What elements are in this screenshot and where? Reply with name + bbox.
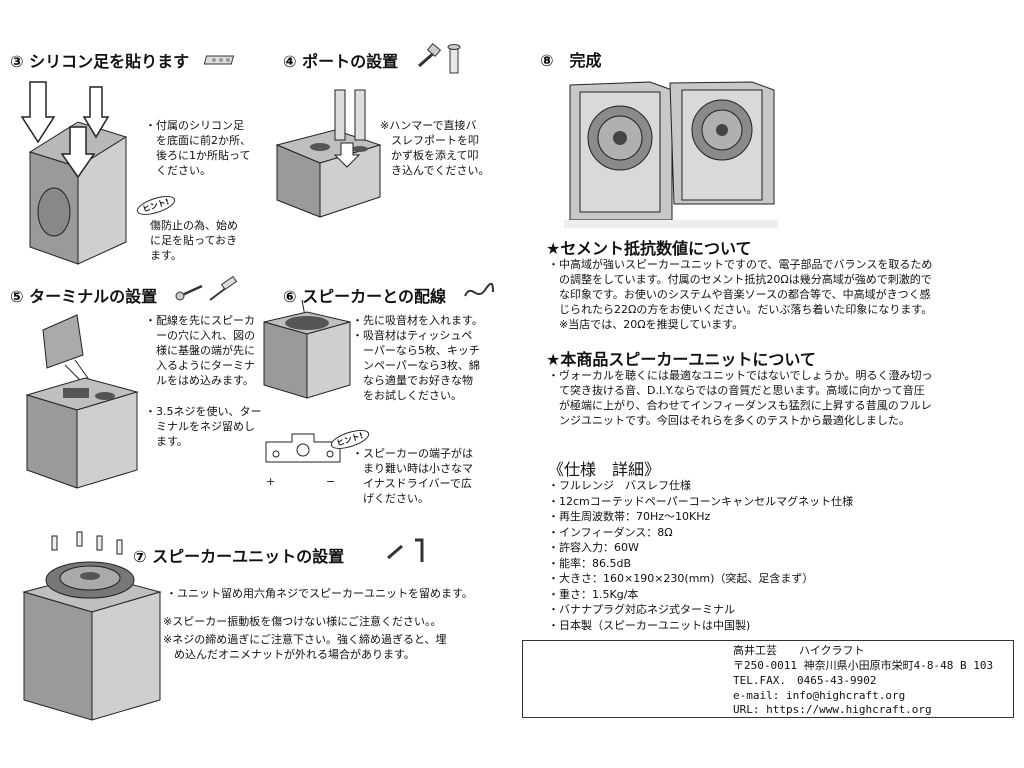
step7-text2: ※スピーカー振動板を傷つけない様にご注意ください。。 [163, 615, 442, 628]
spec-item: ・日本製（スピーカーユニットは中国製) [548, 618, 751, 632]
unit-text: ・ヴォーカルを聴くには最適なユニットではないでしょうか。明るく澄み切っ て突き抜… [548, 369, 933, 427]
email[interactable]: e-mail: info@highcraft.org [733, 689, 906, 702]
spec-item: ・フルレンジ バスレフ仕様 [548, 479, 691, 492]
step4-box-illustration [275, 89, 382, 218]
step3-title: ③ シリコン足を貼ります [10, 52, 190, 71]
hex-screw-icon [387, 544, 403, 560]
step3-hint-badge: ヒント! [134, 192, 178, 219]
terminal-plate-diagram [265, 433, 341, 463]
step5-text2: ・3.5ネジを使い、ター ミナルをネジ留めし ます。 [145, 405, 262, 448]
screwdriver-icon [209, 275, 238, 301]
step6-text1: ・先に吸音材を入れます。 ・吸音材はティッシュペ ーパーなら5枚、キッチ ンペー… [352, 314, 483, 402]
step7-text3: ※ネジの締め過ぎにご注意下さい。強く締め過ぎると、埋 め込んだオニメナットが外れ… [163, 633, 447, 661]
step8-title: ⑧ 完成 [540, 51, 602, 70]
step4-title: ④ ポートの設置 [283, 52, 399, 71]
cement-title: ★セメント抵抗数値について [546, 239, 752, 258]
step7-text1: ・ユニット留め用六角ネジでスピーカーユニットを留めます。 [166, 587, 473, 600]
spec-item: ・12cmコーテッドペーパーコーンキャンセルマグネット仕様 [548, 494, 854, 508]
screw-icon [175, 284, 203, 301]
spec-item: ・許容入力：60W [548, 541, 639, 554]
spec-item: ・再生周波数帯：70Hz～10KHz [548, 510, 711, 523]
spec-item: ・重さ：1.5Kg/本 [548, 587, 639, 601]
step3-box-illustration [20, 81, 128, 265]
spec-item: ・バナナプラグ対応ネジ式ターミナル [548, 603, 735, 616]
silicone-feet-icon [203, 55, 235, 65]
hammer-icon [418, 43, 442, 68]
company-name: 高井工芸 ハイクラフト [733, 644, 865, 657]
step3-hint-text: 傷防止の為、始め に足を貼っておき ます。 [150, 219, 238, 262]
unit-title: ★本商品スピーカーユニットについて [546, 350, 816, 369]
step5-title: ⑤ ターミナルの設置 [10, 287, 158, 306]
tel-fax: TEL.FAX. 0465-43-9902 [733, 674, 877, 687]
step7-box-illustration [22, 531, 162, 721]
step3-text: ・付属のシリコン足 を底面に前2か所、 後ろに1か所貼って ください。 [145, 119, 251, 177]
website-url[interactable]: URL: https://www.highcraft.org [733, 703, 932, 716]
specs-list: ・フルレンジ バスレフ仕様 ・12cmコーテッドペーパーコーンキャンセルマグネッ… [548, 478, 853, 633]
step6-hint-text: ・スピーカーの端子がは まり難い時は小さなマ イナスドライバーで広 げください。 [352, 447, 473, 505]
address: 〒250-0011 神奈川県小田原市栄町4-8-48 B 103 [733, 659, 994, 672]
contact-box: 高井工芸 ハイクラフト 〒250-0011 神奈川県小田原市栄町4-8-48 B… [522, 640, 1014, 718]
finished-speakers-illustration [564, 81, 778, 228]
bass-port-icon [447, 44, 461, 74]
minus-label: − [326, 475, 336, 488]
spec-item: ・能率：86.5dB [548, 556, 632, 570]
wire-icon [464, 282, 494, 297]
specs-title: 《仕様 詳細》 [548, 460, 661, 479]
spec-item: ・大きさ：160×190×230(mm)（突起、足含まず） [548, 572, 814, 585]
spec-item: ・インフィーダンス：8Ω [548, 525, 673, 539]
step6-box-illustration [263, 299, 351, 399]
step5-box-illustration [25, 314, 139, 489]
step7-title: ⑦ スピーカーユニットの設置 [133, 547, 345, 566]
cement-text: ・中高域が強いスピーカーユニットですので、電子部品でバランスを取るため の調整を… [548, 258, 933, 331]
plus-label: + [266, 475, 276, 488]
step4-text: ※ハンマーで直接バ スレフポートを叩 かず板を添えて叩 き込んでください。 [380, 119, 490, 177]
step5-text1: ・配線を先にスピーカ ーの穴に入れ、図の 様に基盤の端が先に 入るようにターミナ… [145, 314, 256, 387]
hex-wrench-icon [415, 538, 424, 562]
step6-title: ⑥ スピーカーとの配線 [283, 287, 446, 306]
